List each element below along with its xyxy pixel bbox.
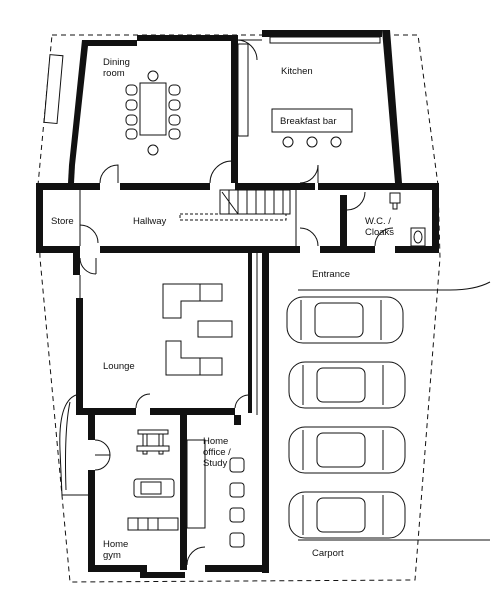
staircase <box>179 189 291 221</box>
dining-table <box>125 70 181 156</box>
breakfast-bar-label: Breakfast bar <box>280 116 337 127</box>
wc-fixtures <box>389 192 426 247</box>
home-gym-label: Home gym <box>103 539 131 561</box>
entrance-label: Entrance <box>312 269 350 280</box>
doors <box>79 39 394 566</box>
windows <box>43 54 297 415</box>
bay-window <box>59 394 88 496</box>
carport-label: Carport <box>312 548 344 559</box>
dining-room-label: Dining room <box>103 57 133 79</box>
home-office-label: Home office / Study <box>203 436 233 469</box>
wc-cloaks-label: W.C. / Cloaks <box>365 216 394 238</box>
walls <box>36 30 439 578</box>
hallway-label: Hallway <box>133 216 167 227</box>
lounge-label: Lounge <box>103 361 135 372</box>
kitchen-units <box>237 36 381 148</box>
gym-equipment <box>127 429 179 531</box>
store-label: Store <box>51 216 74 227</box>
office-furniture <box>186 439 245 548</box>
carport-leader-line <box>298 281 491 291</box>
kitchen-label: Kitchen <box>281 66 313 77</box>
lounge-sofas <box>162 283 233 376</box>
carport-cars <box>286 296 406 539</box>
